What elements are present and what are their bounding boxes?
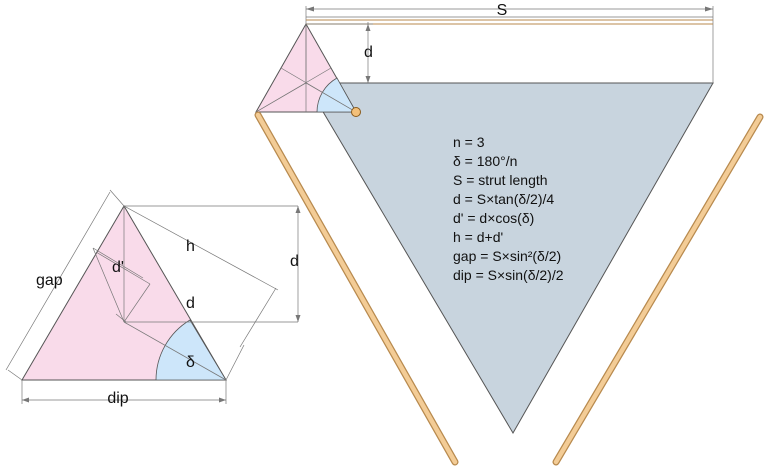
formula-d: d = S×tan(δ/2)/4: [453, 191, 554, 207]
strut-left: [254, 111, 459, 466]
dimension-s: S: [305, 2, 714, 84]
formula-d-prime: d' = d×cos(δ): [453, 210, 534, 226]
main-triangle: [305, 82, 714, 434]
dimension-d-prime: d': [92, 247, 144, 323]
formula-h: h = d+d': [453, 229, 503, 245]
dimension-d-right-label: d: [290, 253, 299, 270]
dimension-s-label: S: [497, 2, 508, 19]
detail-triangle: [21, 205, 298, 381]
formula-n: n = 3: [453, 134, 485, 150]
dimension-h: h: [123, 205, 279, 381]
dimension-gap-label: gap: [36, 272, 63, 289]
formula-delta: δ = 180°/n: [453, 153, 517, 169]
dimension-dip-label: dip: [107, 390, 128, 407]
dimension-dip: dip: [21, 380, 227, 407]
formula-dip: dip = S×sin(δ/2)/2: [453, 267, 564, 283]
dimension-d-right: d: [290, 206, 301, 322]
dimension-d-inner-label: d: [186, 295, 195, 312]
dimension-h-label: h: [186, 238, 195, 255]
dimension-d-top-label: d: [364, 44, 373, 61]
hinge-point: [351, 107, 361, 117]
delta-label: δ: [186, 354, 195, 371]
formula-s: S = strut length: [453, 172, 548, 188]
dimension-d-top: d: [306, 22, 373, 83]
top-cap-triangle: [255, 22, 361, 117]
strut-right: [552, 113, 764, 466]
dimension-gap: gap: [5, 189, 125, 381]
formula-list: n = 3 δ = 180°/n S = strut length d = S×…: [453, 134, 564, 283]
formula-gap: gap = S×sin²(δ/2): [453, 248, 561, 264]
dimension-d-prime-label: d': [112, 259, 124, 276]
